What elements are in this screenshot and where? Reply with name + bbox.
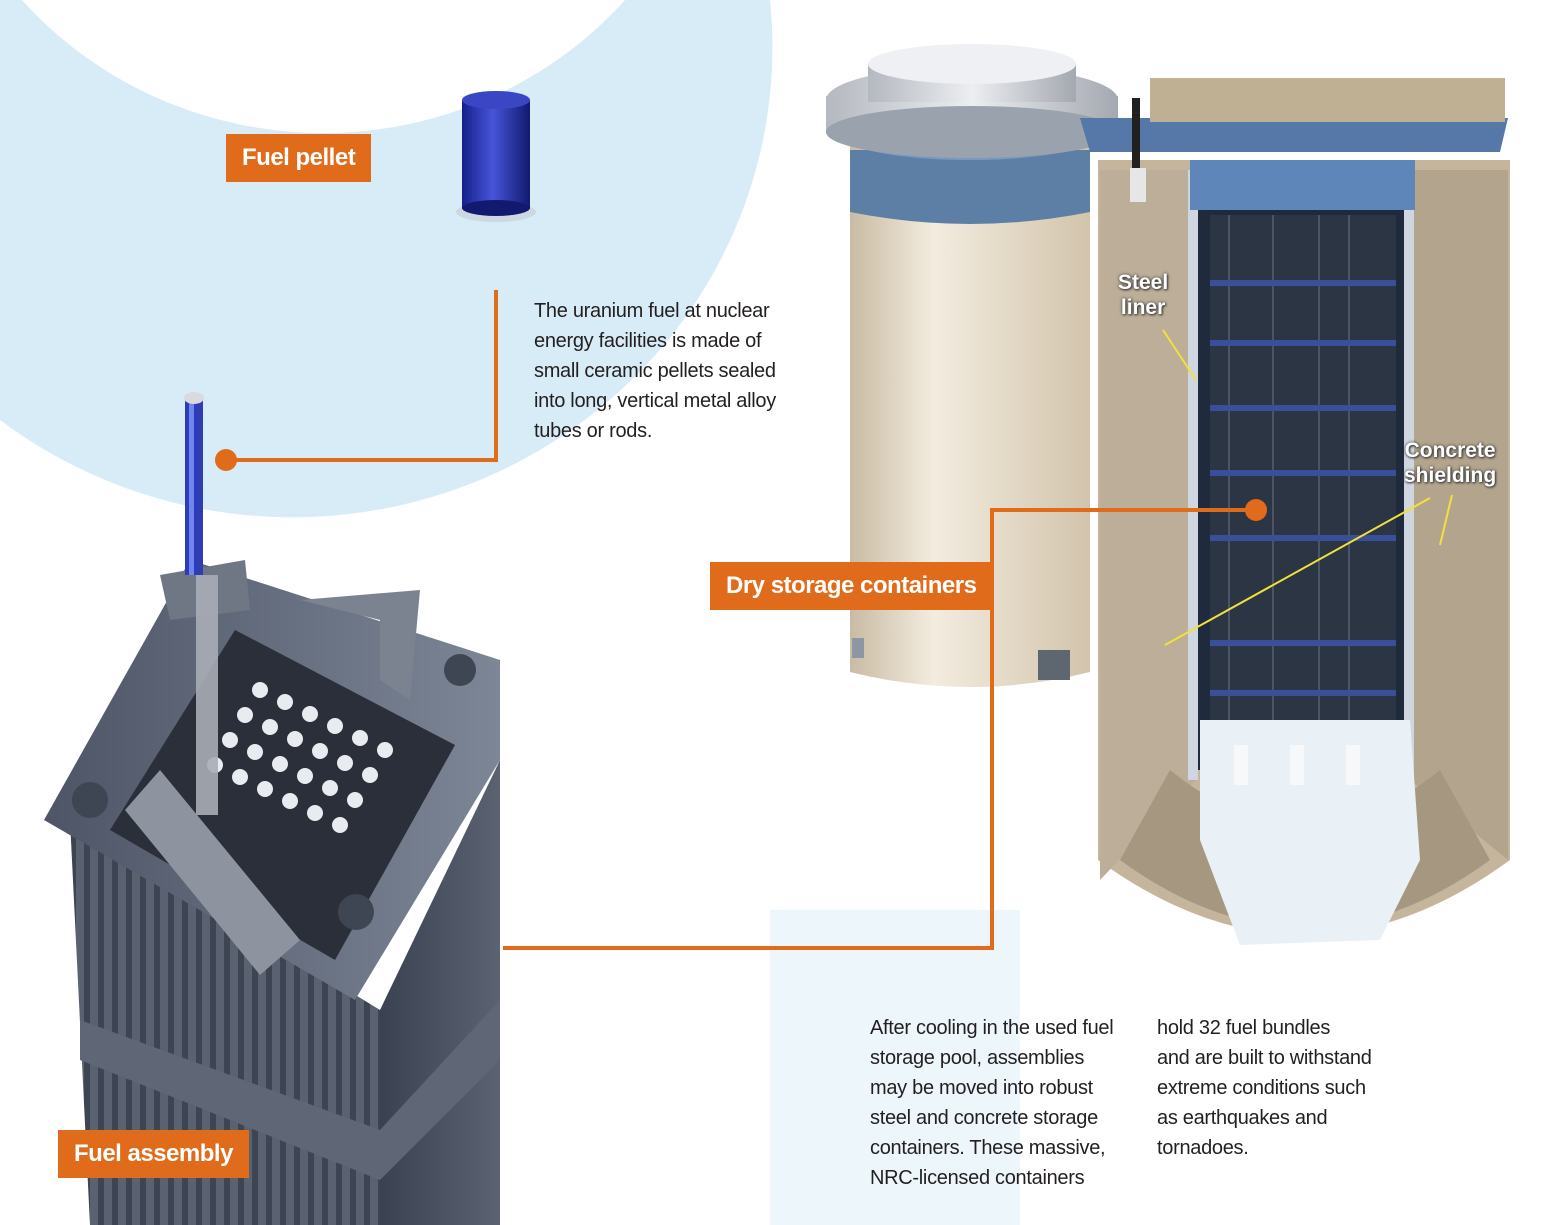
pellet-halo [0, 0, 773, 518]
leader-lines [226, 290, 1256, 950]
fuel-assembly-graphic [44, 392, 500, 1225]
fuel-pellet-graphic [456, 91, 536, 222]
pellet-leader-line [226, 290, 498, 462]
storage-description-col1: After cooling in the used fuel storage p… [870, 1017, 1114, 1189]
fuel-assembly-label: Fuel assembly [58, 1130, 249, 1178]
storage-cask-cutaway [1080, 78, 1510, 945]
storage-leader-line [503, 508, 1256, 950]
dry-storage-label: Dry storage containers [710, 562, 993, 610]
fuel-pellet-label: Fuel pellet [226, 134, 372, 182]
text-panel-backdrop [770, 910, 1020, 1225]
storage-leader-dot [1245, 499, 1267, 521]
storage-description-col2: hold 32 fuel bundles and are built to wi… [1157, 1017, 1372, 1159]
storage-cask-back [826, 44, 1118, 687]
pellet-description: The uranium fuel at nuclear energy facil… [534, 300, 776, 442]
concrete-shielding-label: Concrete shielding [1404, 439, 1497, 487]
pellet-leader-dot [215, 449, 237, 471]
steel-liner-label: Steel liner [1118, 271, 1169, 319]
fuel-bundle-stack [1210, 215, 1396, 770]
